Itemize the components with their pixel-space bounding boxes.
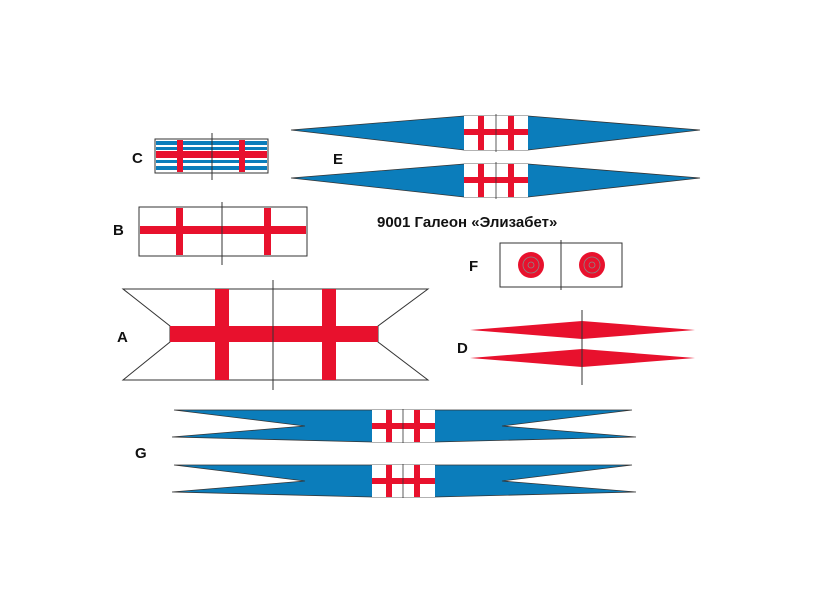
label-c: C [132, 150, 143, 167]
tudor-rose-icon [517, 251, 545, 279]
tudor-rose-icon [578, 251, 606, 279]
label-a: A [117, 329, 128, 346]
flag-a [121, 280, 430, 390]
label-b: B [113, 222, 124, 239]
label-f: F [469, 258, 478, 275]
label-d: D [457, 340, 468, 357]
pennant-e-top [290, 114, 701, 152]
pennant-g-bottom [171, 464, 637, 498]
label-g: G [135, 445, 147, 462]
pennant-e-bottom [290, 162, 701, 199]
diagram-title: 9001 Галеон «Элизабет» [377, 214, 557, 231]
label-e: E [333, 151, 343, 168]
pennant-g [171, 409, 637, 498]
flag-b [138, 202, 308, 265]
flag-f [499, 240, 623, 290]
flag-c [154, 133, 269, 180]
pennant-d [470, 310, 695, 385]
pennant-e [290, 114, 701, 199]
pennant-g-top [171, 409, 637, 443]
